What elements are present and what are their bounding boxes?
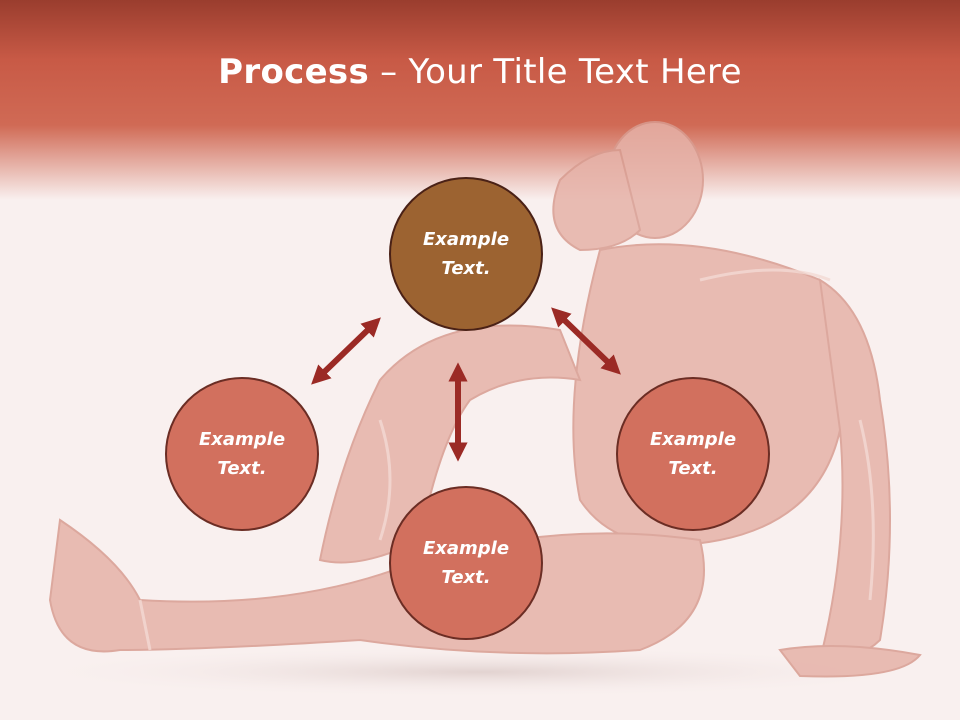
arrow-top-left <box>311 317 381 385</box>
arrow-top-right <box>551 307 621 375</box>
node-label: Example Text. <box>649 429 737 479</box>
process-node-left: Example Text. <box>165 377 319 531</box>
node-label: Example Text. <box>198 429 286 479</box>
process-node-right: Example Text. <box>616 377 770 531</box>
slide-title: Process – Your Title Text Here <box>0 52 960 92</box>
title-bold: Process <box>218 52 370 92</box>
title-banner <box>0 0 960 200</box>
node-label: Example Text. <box>422 538 510 588</box>
process-node-top: Example Text. <box>389 177 543 331</box>
title-rest: – Your Title Text Here <box>369 52 742 92</box>
node-label: Example Text. <box>422 229 510 279</box>
process-node-bottom: Example Text. <box>389 486 543 640</box>
